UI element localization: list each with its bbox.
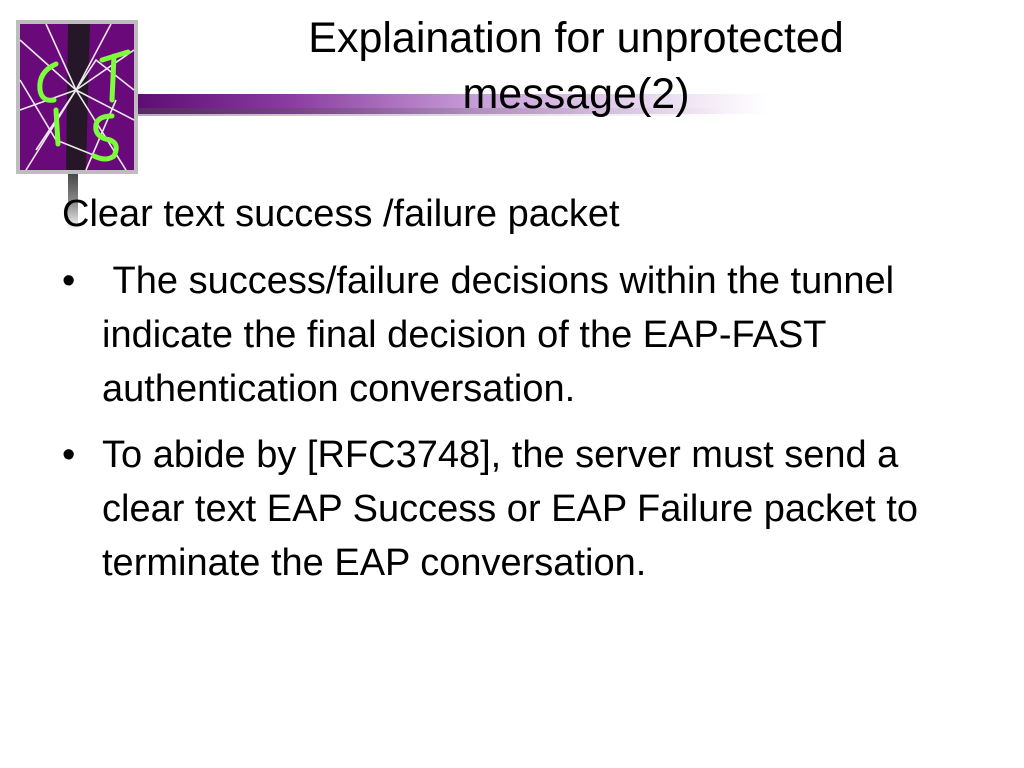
bullet-marker: • [62, 434, 76, 476]
bullet-text: To abide by [RFC3748], the server must s… [102, 434, 918, 584]
section-subheading: Clear text success /failure packet [62, 193, 620, 235]
bullet-marker: • [62, 260, 76, 302]
vertical-accent-bar [68, 168, 78, 230]
list-item: • The success/failure decisions within t… [56, 254, 936, 416]
header-accent-bar [128, 94, 768, 114]
slide-title: Explaination for unprotected message(2) [308, 14, 844, 118]
header-bar-shadow [128, 108, 728, 116]
bullet-text: The success/failure decisions within the… [102, 260, 895, 410]
cit-logo-icon [16, 20, 138, 174]
bullet-list: • The success/failure decisions within t… [56, 254, 936, 602]
list-item: • To abide by [RFC3748], the server must… [56, 428, 936, 590]
